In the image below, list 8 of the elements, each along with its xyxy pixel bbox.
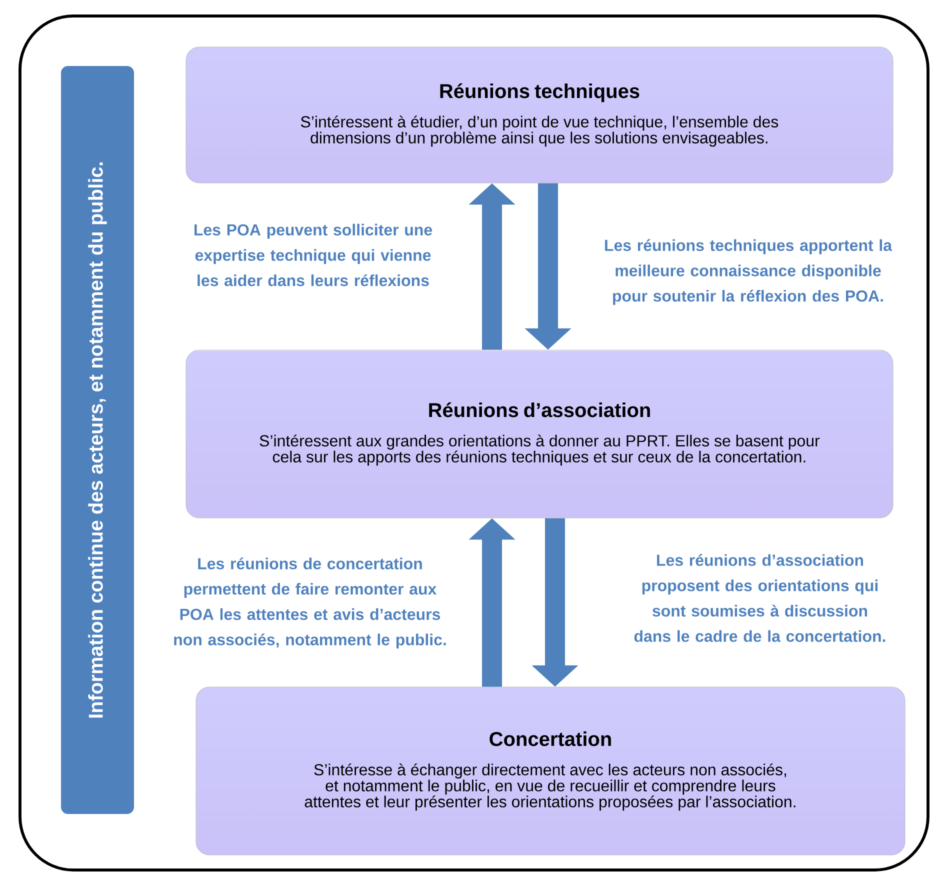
edge-label: Les réunions d’association proposent des orientations qui sont soumises à discussion dans le cadre de la concertation.: [634, 554, 886, 642]
edge-label: Les réunions techniques apportent la meilleure connaissance disponible pour soutenir la réflexion des POA.: [605, 239, 892, 305]
process-box: Réunions techniques S’intéressent à étudier, d’un point de vue technique, l’ensemble des dimensions d’un problème ainsi que les solutions envisageables.: [186, 46, 894, 184]
process-box: Concertation S’intéresse à échanger directement avec les acteurs non associés, et notamment le public, en vue de recueillir et comprendre leurs attentes et leur présenter les orientations proposées par l’association.: [196, 686, 906, 856]
process-box: Réunions d’association S’intéressent aux grandes orientations à donner au PPRT. Elles se basent pour cela sur les apports des réunions techniques et sur ceux de la concertation.: [186, 350, 894, 518]
edge-label: Les POA peuvent solliciter une expertise technique qui vienne les aider dans leurs réflexions: [194, 224, 432, 286]
side-band: Information continue des acteurs, et notamment du public.: [59, 64, 136, 816]
edge-label: Les réunions de concertation permettent de faire remonter aux POA les attentes et avis d’acteurs non associés, notamment le public.: [174, 557, 446, 649]
